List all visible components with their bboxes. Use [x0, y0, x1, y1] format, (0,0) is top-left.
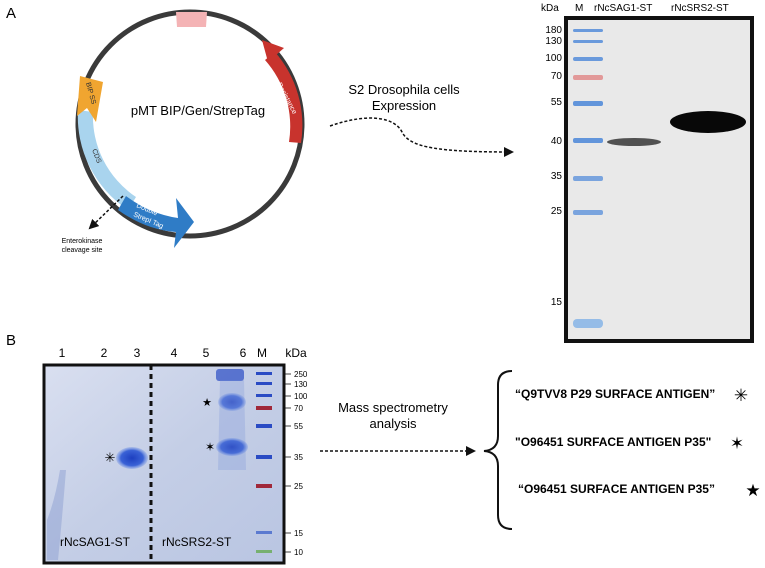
gel-band-sag1-symbol: ✳: [105, 450, 116, 465]
plasmid-bip-segment: [77, 76, 103, 122]
gel-lane-2: 2: [101, 346, 108, 360]
gel-marker-55: 55: [294, 422, 303, 431]
gel-band-srs2-main: [216, 438, 248, 456]
gel-lane6-smear: [218, 380, 246, 470]
blot-marker-labels: 180 130 100 70 55 40 35 25 15: [545, 25, 562, 308]
ms-hit-1: “Q9TVV8 P29 SURFACE ANTIGEN”: [515, 387, 715, 401]
gel-label-sag1: rNcSAG1-ST: [60, 535, 131, 549]
blot-marker-100: 100: [545, 53, 562, 64]
gel-lane-5: 5: [203, 346, 210, 360]
gel-band-srs2-top: [216, 369, 244, 381]
gel-marker-130: 130: [294, 380, 308, 389]
blot-ladder: [573, 29, 603, 328]
gel-lane-m: M: [257, 346, 267, 360]
gel-lane-1: 1: [59, 346, 66, 360]
gel-marker-35: 35: [294, 453, 303, 462]
cleavage-label-line2: cleavage site: [62, 247, 103, 254]
gel-ladder: [256, 372, 272, 553]
gel-lane-numbers: 1 2 3 4 5 6 M: [59, 346, 267, 360]
blot-lane-2: rNcSRS2-ST: [671, 3, 729, 14]
blot-marker-130: 130: [545, 36, 562, 47]
plasmid-cds-segment: [77, 110, 136, 210]
sds-page-gel: [42, 363, 286, 565]
gel-band-srs2-main-symbol: ✶: [205, 440, 215, 454]
gel-marker-250: 250: [294, 370, 308, 379]
resistance-arrow-tip: [262, 40, 284, 62]
plasmid-name: pMT BIP/Gen/StrepTag: [131, 103, 265, 118]
gel-band-srs2-high-symbol: ★: [202, 397, 212, 409]
ms-hit-2-symbol: ✶: [730, 434, 744, 453]
ms-hit-2: "O96451 SURFACE ANTIGEN P35": [515, 435, 711, 449]
blot-marker-15: 15: [551, 297, 563, 308]
blot-kda-header: kDa: [541, 3, 559, 14]
ms-hit-3-symbol: ★: [745, 481, 760, 500]
blot-marker-35: 35: [551, 171, 563, 182]
plasmid-streptag-segment: [118, 196, 194, 248]
gel-lane1-smear: [47, 470, 66, 560]
gel-kda-header: kDa: [285, 346, 307, 360]
results-brace: [483, 370, 513, 530]
blot-lane-m: M: [575, 3, 583, 14]
gel-band-sag1: [116, 447, 148, 469]
panel-b-label: B: [6, 332, 16, 349]
blot-marker-40: 40: [551, 136, 563, 147]
gel-marker-10: 10: [294, 548, 303, 557]
ms-label-line2: analysis: [370, 416, 417, 431]
gel-marker-ticks: [285, 373, 291, 553]
cleavage-site-arrow: [88, 195, 124, 230]
blot-band-srs2: [670, 111, 746, 133]
plasmid-resistance-segment: [265, 52, 303, 143]
gel-band-srs2-high: [218, 393, 246, 411]
blot-marker-55: 55: [551, 97, 563, 108]
plasmid-ori-segment: [176, 12, 207, 27]
expression-arrow: [329, 117, 514, 157]
gel-marker-labels: 250 130 100 70 55 35 25 15 10: [294, 370, 308, 557]
ms-hit-3: “O96451 SURFACE ANTIGEN P35”: [518, 482, 715, 496]
gel-marker-100: 100: [294, 392, 308, 401]
ms-hit-1-symbol: ✳: [734, 386, 748, 405]
blot-marker-70: 70: [551, 71, 563, 82]
gel-marker-15: 15: [294, 529, 303, 538]
gel-marker-25: 25: [294, 482, 303, 491]
blot-lane-1: rNcSAG1-ST: [594, 3, 652, 14]
gel-label-srs2: rNcSRS2-ST: [162, 535, 232, 549]
gel-lane-3: 3: [134, 346, 141, 360]
ms-label-line1: Mass spectrometry: [338, 400, 448, 415]
expression-label-line2: Expression: [372, 98, 436, 113]
blot-band-sag1: [607, 138, 661, 146]
gel-marker-70: 70: [294, 404, 303, 413]
panel-a-label: A: [6, 5, 16, 22]
blot-marker-180: 180: [545, 25, 562, 36]
gel-lane-6: 6: [240, 346, 247, 360]
expression-label-line1: S2 Drosophila cells: [348, 82, 460, 97]
blot-marker-25: 25: [551, 206, 563, 217]
cleavage-label-line1: Enterokinase: [62, 238, 103, 245]
gel-lane-4: 4: [171, 346, 178, 360]
